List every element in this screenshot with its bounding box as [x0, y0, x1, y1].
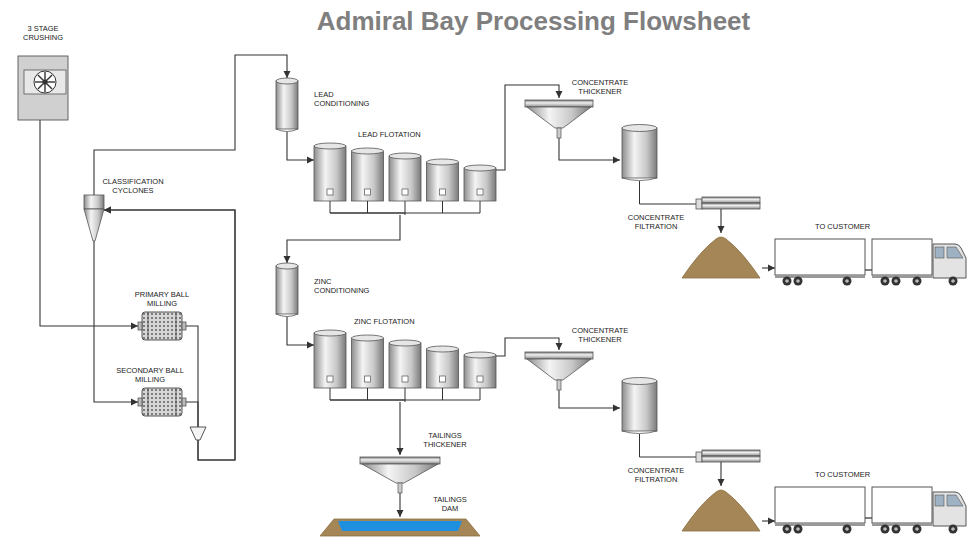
ball-mill: SECONDARY BALL MILLING	[138, 388, 186, 416]
tailings-dam: TAILINGS DAM	[320, 517, 480, 536]
process-flow-line	[287, 317, 314, 345]
cyclone-symbol	[84, 195, 104, 241]
equipment-label: SECONDARY BALL MILLING	[111, 366, 189, 384]
process-flow-line	[559, 138, 620, 160]
page-title: Admiral Bay Processing Flowsheet	[0, 6, 977, 37]
equipment-label: CONCENTRATE THICKENER	[567, 326, 633, 344]
trucks-symbol	[775, 236, 970, 286]
equipment-label: PRIMARY BALL MILLING	[128, 290, 196, 308]
crusher-unit: 3 STAGE CRUSHING	[18, 56, 68, 120]
process-flow-line	[399, 402, 400, 455]
tailings-thickener: TAILINGS THICKENER	[360, 455, 440, 493]
filtration-unit: CONCENTRATE FILTRATION	[620, 123, 762, 280]
equipment-label: ZINC FLOTATION	[354, 317, 454, 326]
equipment-label: LEAD CONDITIONING	[314, 90, 384, 108]
flotation-bank: ZINC FLOTATION	[314, 330, 496, 402]
equipment-label: CLASSIFICATION CYCLONES	[98, 177, 168, 195]
conditioning-tank: LEAD CONDITIONING	[276, 78, 298, 132]
process-flow-line	[762, 520, 775, 521]
equipment-label: TO CUSTOMER	[815, 222, 905, 231]
process-flow-line	[399, 493, 400, 517]
process-flow-line	[104, 210, 235, 460]
equipment-label: LEAD FLOTATION	[358, 130, 458, 139]
filtration-symbol	[620, 376, 762, 533]
equipment-label: TAILINGS DAM	[428, 495, 472, 513]
thickener-symbol	[360, 455, 440, 493]
equipment-label: TAILINGS THICKENER	[415, 431, 475, 449]
filtration-symbol	[620, 123, 762, 280]
process-flow-line	[104, 210, 235, 460]
process-flow-line	[94, 241, 138, 402]
process-flow-line	[559, 390, 620, 408]
equipment-label: 3 STAGE CRUSHING	[14, 24, 72, 42]
equipment-label: CONCENTRATE FILTRATION	[620, 466, 692, 484]
cells-symbol	[314, 143, 496, 215]
mill-symbol	[138, 312, 186, 340]
conditioning-tank: ZINC CONDITIONING	[276, 263, 298, 317]
flotation-bank: LEAD FLOTATION	[314, 143, 496, 215]
dam-symbol	[320, 517, 480, 536]
cyclone-unit: CLASSIFICATION CYCLONES	[84, 195, 104, 241]
mill-symbol	[138, 388, 186, 416]
trucks-symbol	[775, 484, 970, 534]
process-flow-line	[762, 267, 775, 268]
equipment-label: ZINC CONDITIONING	[314, 277, 384, 295]
thickener-unit: CONCENTRATE THICKENER	[525, 350, 593, 390]
crusher-symbol	[18, 56, 68, 120]
tank-symbol	[276, 78, 298, 132]
equipment-label: TO CUSTOMER	[815, 470, 905, 479]
truck-dispatch: TO CUSTOMER	[775, 236, 970, 286]
thickener-unit: CONCENTRATE THICKENER	[525, 98, 593, 138]
equipment-label: CONCENTRATE THICKENER	[567, 78, 633, 96]
filtration-unit: CONCENTRATE FILTRATION	[620, 376, 762, 533]
process-flow-line	[287, 215, 400, 263]
cells-symbol	[314, 330, 496, 402]
thickener-symbol	[525, 98, 593, 138]
thickener-symbol	[525, 350, 593, 390]
tank-symbol	[276, 263, 298, 317]
process-flow-line	[40, 120, 138, 326]
process-flow-line	[287, 132, 314, 160]
process-flow-line	[496, 85, 559, 170]
hopper	[190, 427, 206, 440]
truck-dispatch: TO CUSTOMER	[775, 484, 970, 534]
ball-mill: PRIMARY BALL MILLING	[138, 312, 186, 340]
equipment-label: CONCENTRATE FILTRATION	[620, 213, 692, 231]
process-flow-line	[94, 55, 287, 195]
